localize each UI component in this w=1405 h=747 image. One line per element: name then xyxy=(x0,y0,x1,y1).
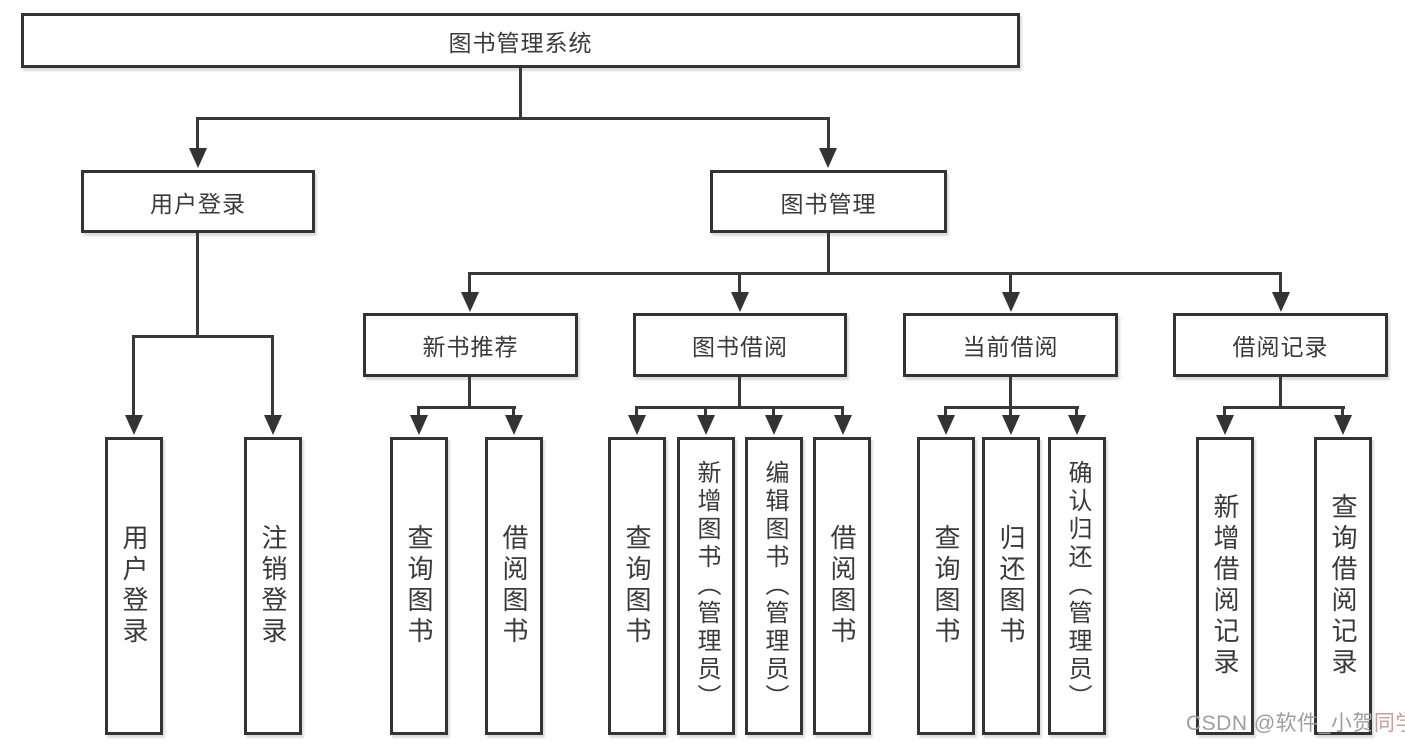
arrowhead xyxy=(731,292,749,312)
leaf-user-login: 用户登录 xyxy=(105,437,163,735)
arrowhead xyxy=(1216,415,1234,435)
connector-leaf xyxy=(1075,406,1078,420)
connector-leaf xyxy=(1341,406,1344,420)
connector-leaf xyxy=(944,406,947,420)
leaf-label: 归还图书 xyxy=(996,524,1026,648)
leaf-label: 查询图书 xyxy=(404,524,434,648)
connector-to-login-leaf xyxy=(132,335,135,418)
leaf-query-borrow-record: 查询借阅记录 xyxy=(1314,437,1372,735)
node-book-manage-label: 图书管理 xyxy=(780,190,877,217)
connector-to-logout-leaf xyxy=(271,335,274,418)
node-borrow-records-label: 借阅记录 xyxy=(1232,334,1329,360)
connector-leaf xyxy=(512,406,515,420)
connector-recommend-split xyxy=(417,406,516,409)
connector-leaf xyxy=(1009,406,1012,420)
arrowhead xyxy=(628,415,646,435)
leaf-label: 新增图书（管理员） xyxy=(693,460,720,712)
connector-manage-stem xyxy=(827,233,830,272)
leaf-label: 注销登录 xyxy=(258,524,288,648)
leaf-label: 用户登录 xyxy=(119,524,149,648)
node-new-book-recommend-label: 新书推荐 xyxy=(422,334,519,360)
connector-to-user-login xyxy=(196,117,199,152)
node-user-login-label: 用户登录 xyxy=(150,190,246,217)
node-book-borrow-label: 图书借阅 xyxy=(692,334,788,360)
node-book-borrow: 图书借阅 xyxy=(633,313,847,377)
connector-login-stem xyxy=(196,233,199,335)
connector-leaf xyxy=(635,406,638,420)
connector-leaf xyxy=(841,406,844,420)
connector-level2-split xyxy=(197,117,830,120)
leaf-query-books-borrow: 查询图书 xyxy=(608,437,666,735)
leaf-label: 查询图书 xyxy=(622,524,652,648)
leaf-query-books-recommend: 查询图书 xyxy=(390,437,448,735)
node-book-manage: 图书管理 xyxy=(710,170,947,233)
connector-level3-split xyxy=(468,272,1282,275)
connector-borrow-stem xyxy=(738,377,741,408)
arrowhead xyxy=(819,148,837,168)
leaf-label: 查询图书 xyxy=(931,524,961,648)
leaf-add-borrow-record: 新增借阅记录 xyxy=(1196,437,1254,735)
node-user-login: 用户登录 xyxy=(81,170,315,233)
csdn-watermark-main: CSDN @软件_小贺 xyxy=(1186,712,1374,735)
csdn-watermark-accent: 同学 xyxy=(1373,712,1405,735)
leaf-edit-books-admin: 编辑图书（管理员） xyxy=(745,437,803,735)
connector-leaf xyxy=(1223,406,1226,420)
arrowhead xyxy=(125,415,143,435)
leaf-confirm-return-admin: 确认归还（管理员） xyxy=(1048,437,1106,735)
connector-to-recommend xyxy=(468,272,471,296)
leaf-return-books: 归还图书 xyxy=(982,437,1040,735)
node-root: 图书管理系统 xyxy=(21,13,1020,68)
connector-borrow-split xyxy=(635,406,844,409)
leaf-label: 新增借阅记录 xyxy=(1210,493,1240,679)
connector-records-split xyxy=(1223,406,1345,409)
arrowhead xyxy=(189,148,207,168)
connector-current-stem xyxy=(1009,377,1012,408)
node-current-borrow-label: 当前借阅 xyxy=(962,334,1059,360)
leaf-add-books-admin: 新增图书（管理员） xyxy=(677,437,735,735)
arrowhead xyxy=(1002,292,1020,312)
connector-to-borrow xyxy=(738,272,741,296)
connector-leaf xyxy=(417,406,420,420)
arrowhead xyxy=(834,415,852,435)
node-current-borrow: 当前借阅 xyxy=(903,313,1118,377)
node-new-book-recommend: 新书推荐 xyxy=(363,313,578,377)
connector-to-book-manage xyxy=(827,117,830,152)
arrowhead xyxy=(1272,292,1290,312)
node-borrow-records: 借阅记录 xyxy=(1173,313,1388,377)
arrowhead xyxy=(461,292,479,312)
node-root-label: 图书管理系统 xyxy=(448,29,593,56)
leaf-label: 编辑图书（管理员） xyxy=(761,460,788,712)
connector-leaf xyxy=(704,406,707,420)
leaf-borrow-books: 借阅图书 xyxy=(813,437,871,735)
arrowhead xyxy=(697,415,715,435)
leaf-label: 确认归还（管理员） xyxy=(1064,460,1091,712)
leaf-logout: 注销登录 xyxy=(244,437,302,735)
leaf-label: 查询借阅记录 xyxy=(1328,493,1358,679)
connector-root-stem xyxy=(519,68,522,117)
arrowhead xyxy=(1068,415,1086,435)
connector-to-current xyxy=(1009,272,1012,296)
arrowhead xyxy=(1334,415,1352,435)
arrowhead xyxy=(505,415,523,435)
csdn-watermark: CSDN @软件_小贺同学 xyxy=(1186,707,1405,737)
connector-login-split xyxy=(132,335,274,338)
leaf-query-books-current: 查询图书 xyxy=(917,437,975,735)
arrowhead xyxy=(1002,415,1020,435)
connector-records-stem xyxy=(1279,377,1282,408)
leaf-label: 借阅图书 xyxy=(499,524,529,648)
leaf-borrow-books-recommend: 借阅图书 xyxy=(485,437,543,735)
arrowhead xyxy=(264,415,282,435)
arrowhead xyxy=(410,415,428,435)
connector-to-records xyxy=(1279,272,1282,296)
leaf-label: 借阅图书 xyxy=(827,524,857,648)
connector-leaf xyxy=(772,406,775,420)
connector-recommend-stem xyxy=(468,377,471,408)
arrowhead xyxy=(765,415,783,435)
arrowhead xyxy=(937,415,955,435)
